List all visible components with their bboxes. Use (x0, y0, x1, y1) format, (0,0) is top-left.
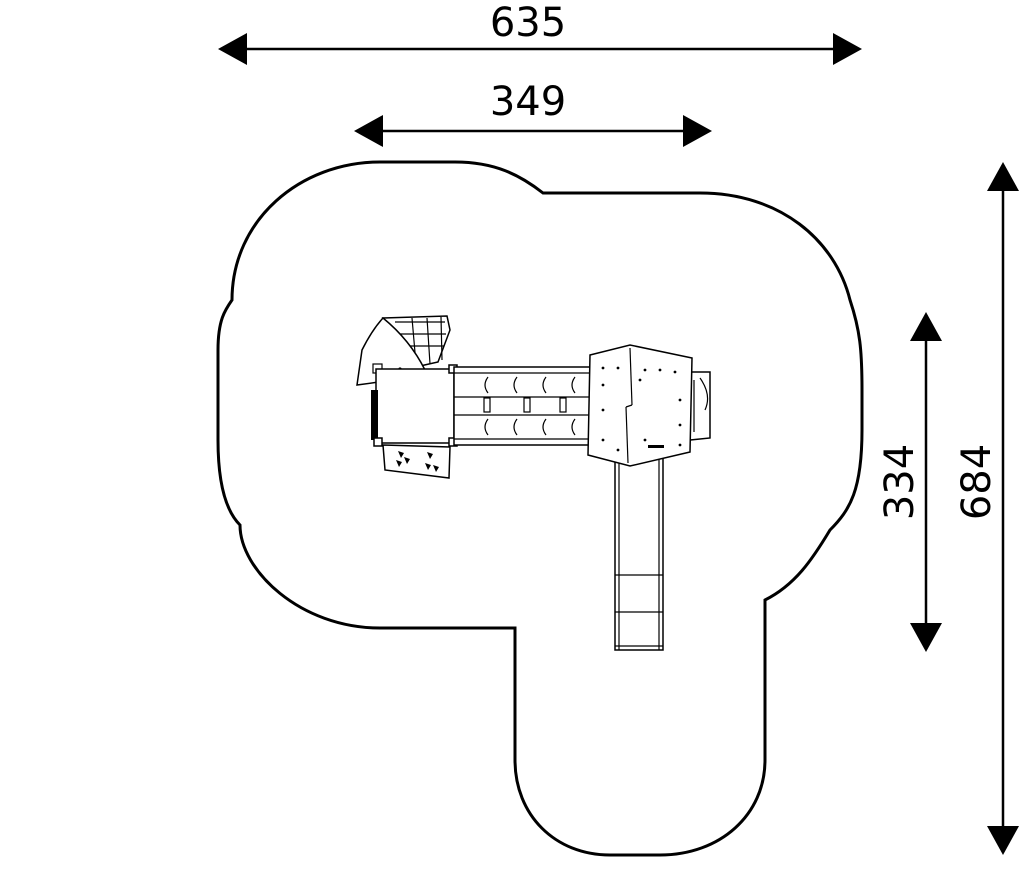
climbing-hold-icon (398, 451, 404, 458)
dimension-outer-depth: 684 (954, 162, 1019, 855)
right-tower-side-panel (689, 371, 711, 441)
post-cap (373, 437, 383, 447)
arrowhead-right (683, 115, 712, 147)
arrowhead-left (354, 115, 383, 147)
climbing-hold-icon (425, 463, 431, 470)
climbing-hold-icon (433, 465, 439, 472)
right-tower-roof (587, 344, 693, 467)
dimension-label-635: 635 (490, 0, 566, 46)
arrowhead-up (987, 162, 1019, 191)
safety-zone-outline (216, 160, 864, 857)
play-structure (356, 315, 711, 651)
left-tower-platform (375, 368, 455, 444)
slide (614, 454, 664, 651)
dimension-inner-depth: 334 (877, 312, 942, 652)
climbing-hold-icon (404, 457, 410, 464)
arrowhead-down (987, 826, 1019, 855)
climbing-hold-icon (427, 452, 433, 459)
arrowhead-down (910, 623, 942, 652)
dimension-label-684: 684 (954, 444, 1000, 520)
dimension-outer-width: 635 (218, 0, 862, 65)
dimension-label-349: 349 (490, 79, 566, 125)
roof-plaque (648, 445, 664, 448)
arrowhead-left (218, 33, 247, 65)
dimension-inner-width: 349 (354, 79, 712, 147)
climbing-wall (382, 444, 451, 479)
dimension-label-334: 334 (877, 444, 923, 520)
arrowhead-up (910, 312, 942, 341)
climbing-hold-icon (396, 460, 402, 467)
left-tower-side-wall (371, 390, 378, 440)
arrowhead-right (833, 33, 862, 65)
bridge (453, 366, 595, 446)
